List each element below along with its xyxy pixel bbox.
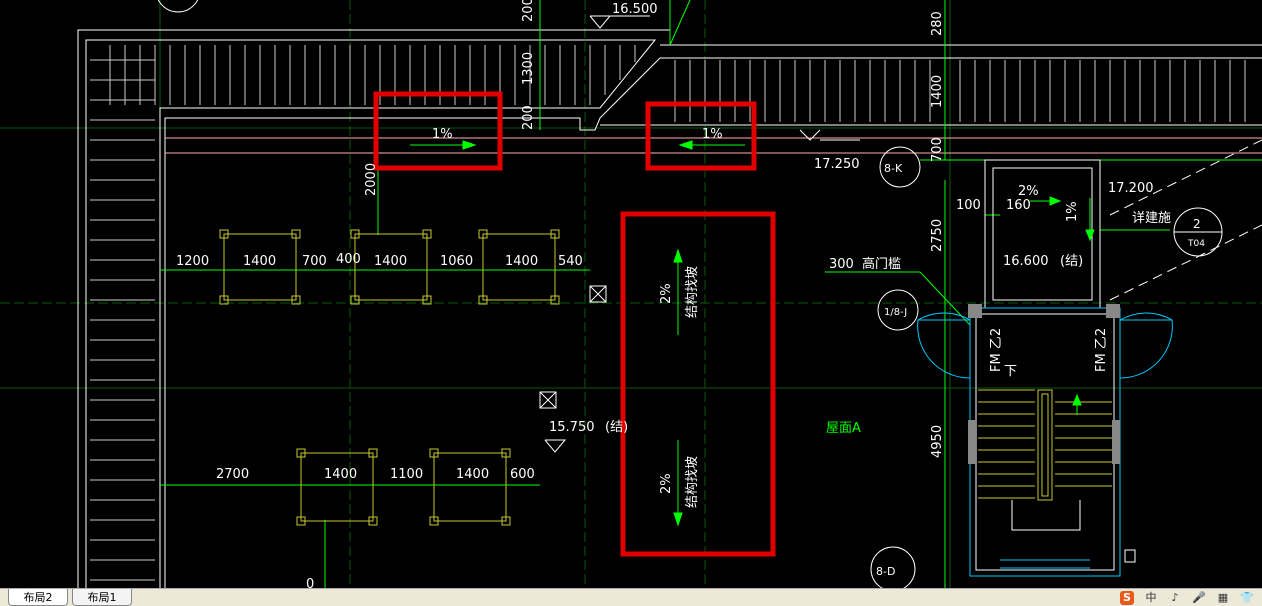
dim-v-200a: 200 <box>521 0 536 22</box>
elev-left-mid-note: (结) <box>605 420 628 435</box>
roof-drain <box>539 285 607 409</box>
roof-name: 屋面A <box>826 421 861 436</box>
dim-v-200b: 200 <box>521 105 536 130</box>
dim-v-280: 280 <box>930 11 945 36</box>
tab-layout-1[interactable]: 布局1 <box>72 589 132 606</box>
slope-arrows <box>410 140 1095 527</box>
dim-v-700: 700 <box>930 137 945 162</box>
dim-v-2750: 2750 <box>930 219 945 252</box>
cad-drawing[interactable]: 16.500 17.250 17.200 16.600 (结) 15.750 (… <box>0 0 1262 588</box>
cad-drawing-area[interactable]: 16.500 17.250 17.200 16.600 (结) 15.750 (… <box>0 0 1262 588</box>
slope-stair-side: 1% <box>1065 201 1080 222</box>
elev-top: 16.500 <box>612 2 658 17</box>
punctuation-icon[interactable]: ♪ <box>1171 590 1179 604</box>
system-tray: S 中 ♪ 🎤 ▦ 👕 <box>1120 589 1262 606</box>
window-row-2 <box>296 448 511 526</box>
stair-down-label: 下 <box>1004 364 1017 379</box>
highlight-boxes <box>373 91 776 557</box>
dim-row1-4: 1400 <box>374 254 407 269</box>
door-right: FM 乙2 <box>1094 328 1109 372</box>
dim-row1-5: 1060 <box>440 254 473 269</box>
bottom-left-dim: 0 <box>306 577 314 588</box>
dim-v-1300: 1300 <box>521 52 536 85</box>
layout-tab-bar: 布局2 布局1 S 中 ♪ 🎤 ▦ 👕 <box>0 588 1262 606</box>
stair-columns <box>968 304 1120 464</box>
dim-stair-100: 100 <box>956 198 981 213</box>
dim-row1-7: 540 <box>558 254 583 269</box>
axis-bubble-8d <box>870 546 916 588</box>
left-hatch <box>90 59 155 581</box>
elev-right-upper: 17.250 <box>814 157 860 172</box>
slope-mid-bottom-text: 结构找坡 <box>685 456 700 508</box>
axis-bubble-18j <box>877 289 919 331</box>
highlight-box-1 <box>373 91 503 171</box>
slope-mid-top-text: 结构找坡 <box>685 266 700 318</box>
tab-layout-2[interactable]: 布局2 <box>8 589 68 606</box>
elev-left-mid: 15.750 <box>549 420 595 435</box>
slope-stair-top: 2% <box>1018 184 1039 199</box>
dim-row1-2: 700 <box>302 254 327 269</box>
dim-stair-160: 160 <box>1006 198 1031 213</box>
dim-row1-1: 1400 <box>243 254 276 269</box>
highlight-box-3 <box>620 211 776 557</box>
elev-stair-a: 17.200 <box>1108 181 1154 196</box>
threshold-dim: 300 <box>829 257 854 272</box>
skin-icon[interactable]: 👕 <box>1240 590 1254 604</box>
dim-row2-3: 1400 <box>456 467 489 482</box>
roof-outline <box>77 29 1262 588</box>
elev-stair-b-note: (结) <box>1060 254 1083 269</box>
ime-chinese-icon[interactable]: 中 <box>1145 590 1157 604</box>
dim-row2-1: 1400 <box>324 467 357 482</box>
keyboard-icon[interactable]: ▦ <box>1217 590 1229 604</box>
elev-stair-b: 16.600 <box>1003 254 1049 269</box>
highlight-box-2 <box>645 101 757 171</box>
dim-row1-0: 1200 <box>176 254 209 269</box>
dim-row1-3: 400 <box>336 252 361 267</box>
dim-v-2000: 2000 <box>364 163 379 196</box>
axis-8d-label: 8-D <box>876 565 895 578</box>
axis-8k-label: 8-K <box>884 162 903 175</box>
window-row-1 <box>219 229 560 305</box>
detail-num: 2 <box>1193 217 1201 231</box>
axis-bubble-8k <box>879 146 921 188</box>
axis-18j-label: 1/8-J <box>884 307 907 318</box>
dim-row2-0: 2700 <box>216 467 249 482</box>
dim-row2-4: 600 <box>510 467 535 482</box>
threshold-label: 高门槛 <box>862 256 901 272</box>
ime-logo-icon[interactable]: S <box>1120 590 1134 605</box>
microphone-icon[interactable]: 🎤 <box>1192 590 1206 604</box>
dim-row2-2: 1100 <box>390 467 423 482</box>
detail-sheet: T04 <box>1187 239 1205 249</box>
door-left: FM 乙2 <box>989 328 1004 372</box>
slope-box2: 1% <box>702 127 723 142</box>
slope-mid-top: 2% <box>659 283 674 304</box>
dim-v-4950: 4950 <box>930 425 945 458</box>
slope-mid-bottom: 2% <box>659 473 674 494</box>
dim-row1-6: 1400 <box>505 254 538 269</box>
top-hatch <box>109 45 1246 122</box>
slope-box1: 1% <box>432 127 453 142</box>
dim-v-1400: 1400 <box>930 75 945 108</box>
detail-note: 详建施 <box>1132 211 1171 226</box>
